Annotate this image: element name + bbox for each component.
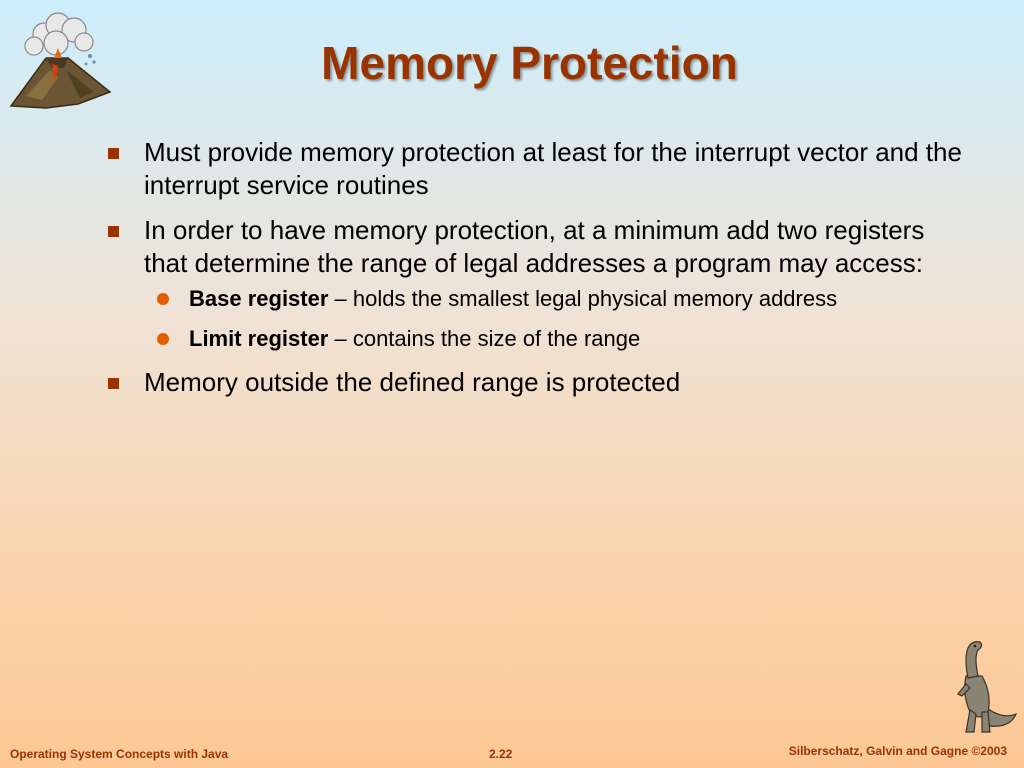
term-label: Limit register	[189, 326, 329, 351]
slide-title: Memory Protection	[321, 37, 738, 89]
term-label: Base register	[189, 286, 329, 311]
bullet-text: Must provide memory protection at least …	[144, 137, 962, 200]
slide-number: 2.22	[489, 747, 513, 761]
footer-course-title: Operating System Concepts with Java	[10, 747, 229, 761]
sub-bullet-list: Base register – holds the smallest legal…	[144, 284, 964, 354]
bullet-item: In order to have memory protection, at a…	[104, 214, 964, 354]
square-bullet-icon	[108, 378, 119, 389]
volcano-icon	[9, 12, 112, 109]
square-bullet-icon	[108, 148, 119, 159]
bullet-text: In order to have memory protection, at a…	[144, 215, 925, 278]
term-description: – contains the size of the range	[328, 326, 641, 351]
round-bullet-icon	[157, 293, 169, 305]
bullet-item: Memory outside the defined range is prot…	[104, 366, 964, 399]
bullet-text: Memory outside the defined range is prot…	[144, 367, 681, 397]
slide-body: Must provide memory protection at least …	[104, 136, 964, 411]
footer-copyright: Silberschatz, Galvin and Gagne ©2003	[788, 744, 1007, 758]
round-bullet-icon	[157, 333, 169, 345]
square-bullet-icon	[108, 226, 119, 237]
bullet-item: Must provide memory protection at least …	[104, 136, 964, 202]
term-description: – holds the smallest legal physical memo…	[328, 286, 838, 311]
sub-bullet-item: Limit register – contains the size of th…	[144, 324, 964, 354]
dinosaur-icon	[957, 641, 1018, 733]
sub-bullet-item: Base register – holds the smallest legal…	[144, 284, 964, 314]
